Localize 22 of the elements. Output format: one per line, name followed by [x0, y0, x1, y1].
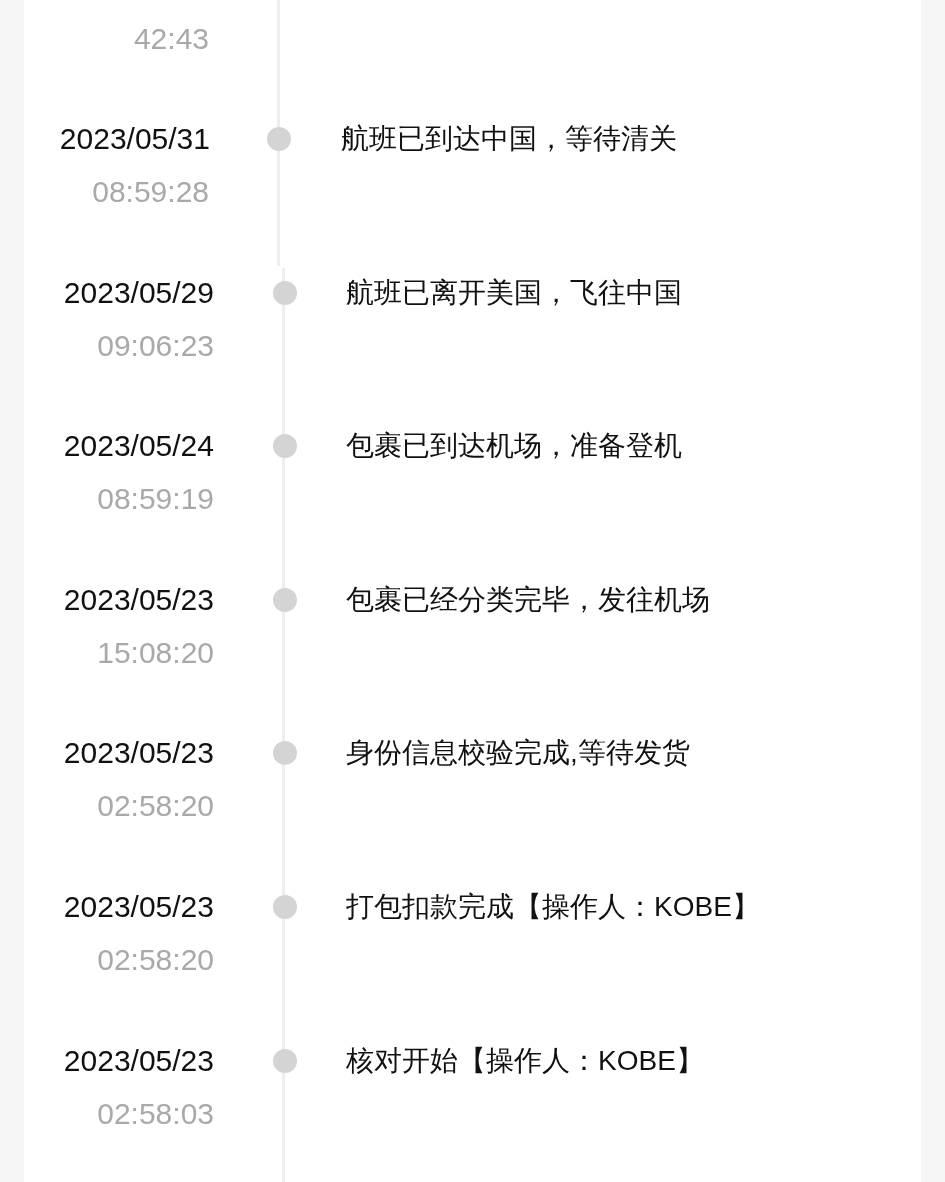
time-text: 08:59:28	[92, 174, 209, 210]
event-text: 包裹已到达机场，准备登机	[346, 429, 682, 463]
date-text: 2023/05/24	[63, 428, 214, 464]
time-text: 08:59:19	[97, 481, 214, 517]
event-text: 航班已离开美国，飞往中国	[346, 276, 682, 310]
time-text: 02:58:20	[97, 788, 214, 824]
date-text: 2023/05/23	[63, 889, 214, 925]
time-text: 15:08:20	[97, 635, 214, 671]
event-text: 打包扣款完成【操作人：KOBE】	[346, 890, 760, 924]
event-text: 核对开始【操作人：KOBE】	[346, 1044, 704, 1078]
event-text: 包裹已经分类完毕，发往机场	[346, 583, 710, 617]
date-text: 2023/05/29	[63, 275, 214, 311]
date-text: 2023/05/31	[59, 121, 210, 157]
time-text: 02:58:20	[97, 942, 214, 978]
time-text: 02:58:03	[97, 1096, 214, 1132]
time-text: 42:43	[133, 21, 209, 57]
event-text: 身份信息校验完成,等待发货	[346, 736, 690, 770]
date-text: 2023/05/23	[63, 735, 214, 771]
event-text: 航班已到达中国，等待清关	[341, 122, 677, 156]
time-text: 09:06:23	[97, 328, 214, 364]
date-text: 2023/05/23	[63, 582, 214, 618]
date-text: 2023/05/23	[63, 1043, 214, 1079]
